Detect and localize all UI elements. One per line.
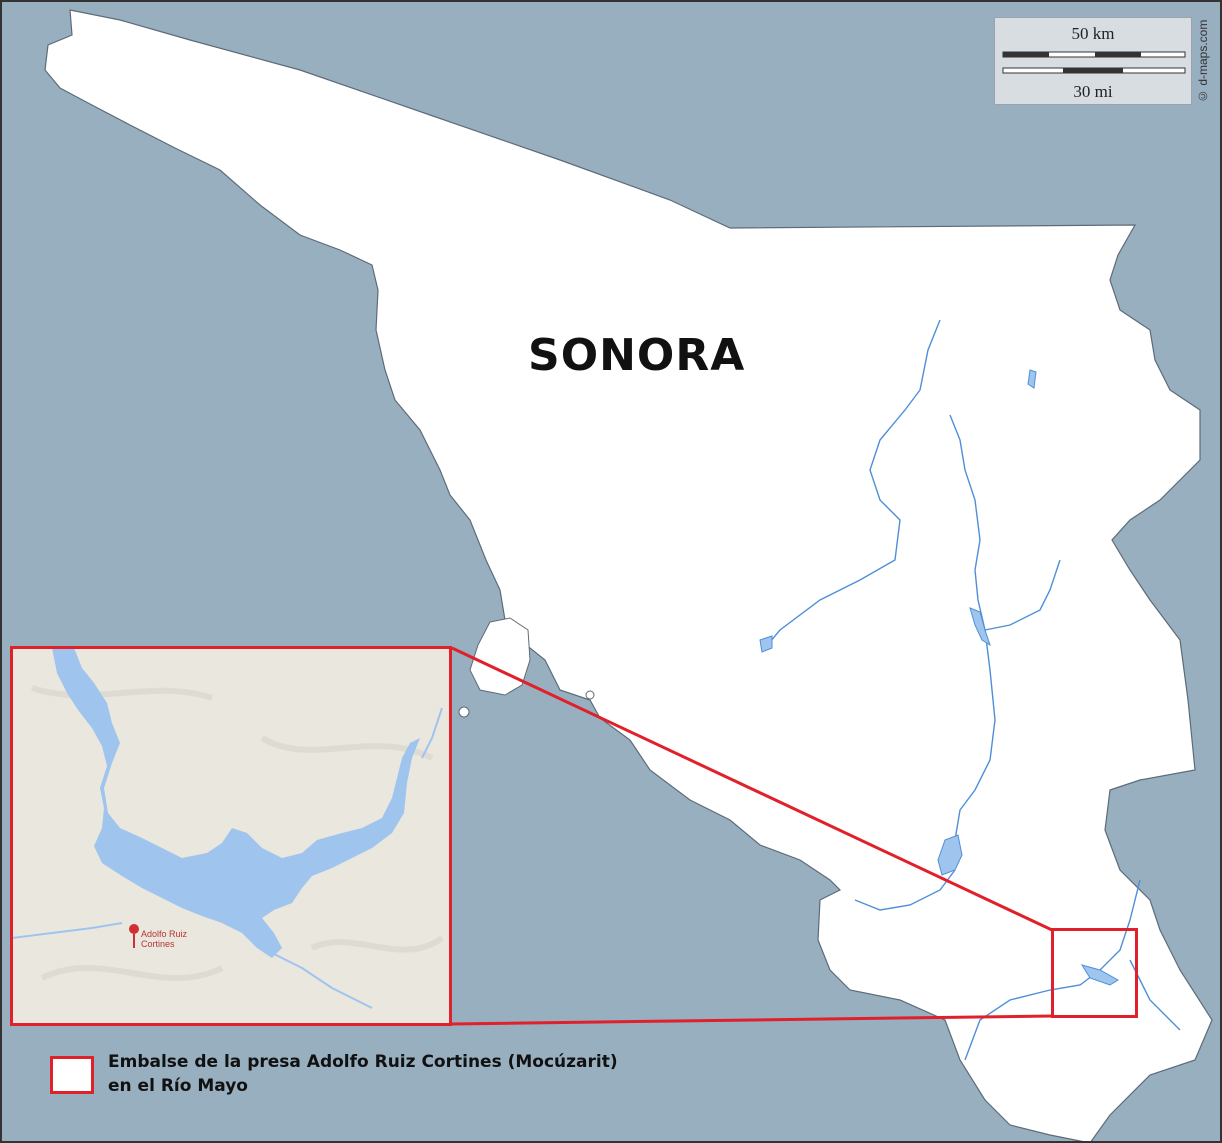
scale-bar: 50 km 30 mi [994,17,1192,105]
inset-frame [10,646,452,1026]
scale-metric-label: 50 km [1071,24,1115,43]
inset-terrain [12,648,450,1024]
map-pin-icon [129,924,139,948]
legend-swatch [50,1056,94,1094]
sonora-land [44,9,1213,1143]
scale-bars [1002,51,1186,74]
credit-text: © d-maps.com [1196,20,1210,104]
region-label: SONORA [528,330,746,381]
inset-marker-label: Adolfo Ruiz Cortines [141,929,188,949]
reservoir-water [52,648,420,958]
legend-text: Embalse de la presa Adolfo Ruiz Cortines… [108,1052,618,1096]
scale-imperial-label: 30 mi [1073,82,1113,101]
reservoir-inset-map: Adolfo Ruiz Cortines [12,648,450,1024]
reservoir-location-frame [1051,928,1138,1018]
tiburon-island [469,617,531,696]
reservoirs [759,369,1119,986]
inset-connectors [451,646,1053,1026]
